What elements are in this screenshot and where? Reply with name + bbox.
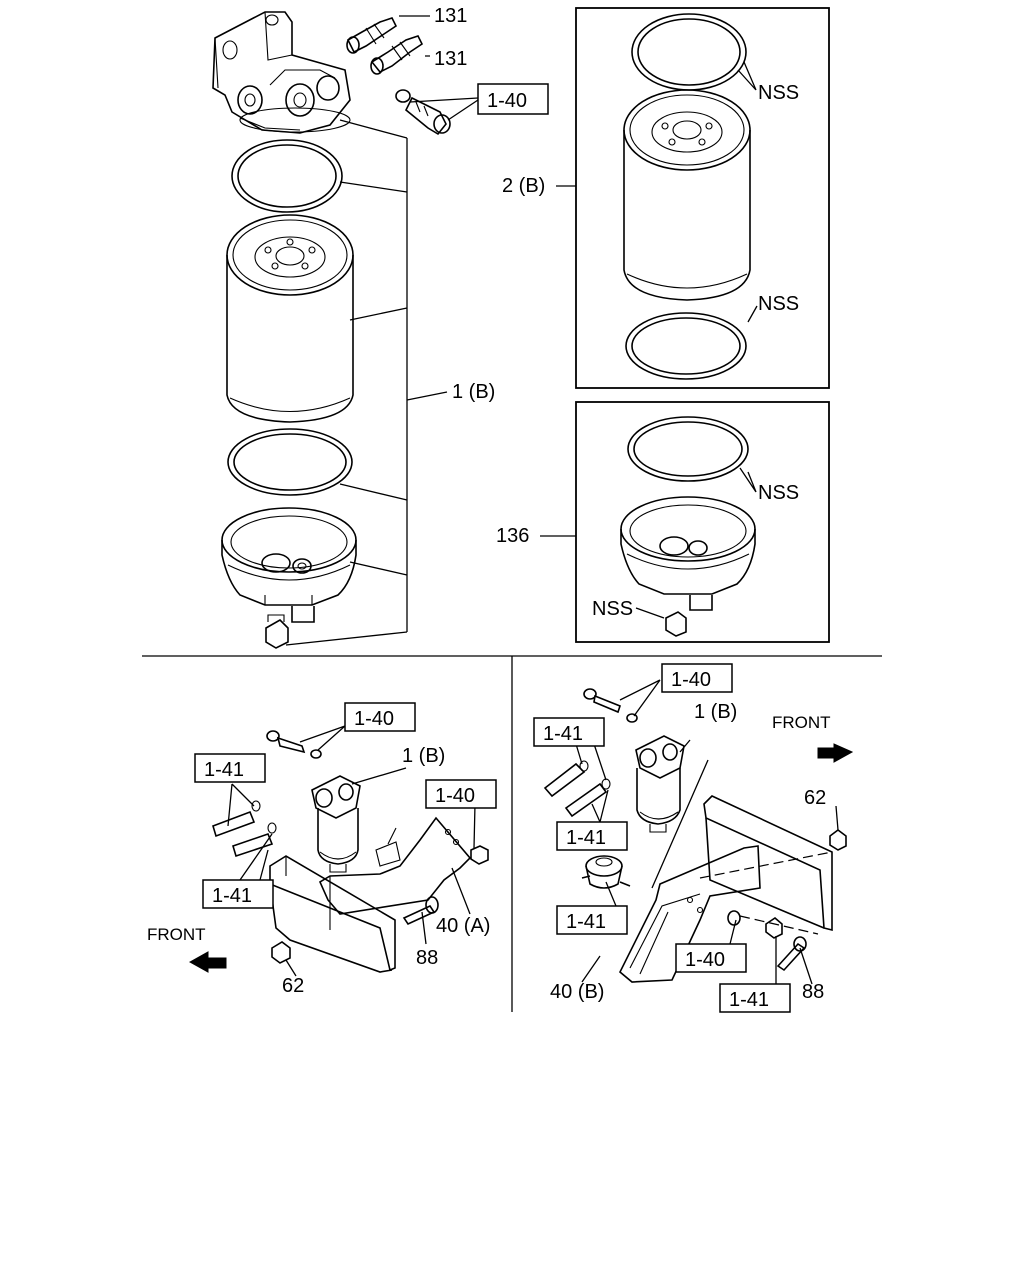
right-filter-unit	[635, 735, 685, 833]
right-hoses	[543, 760, 611, 818]
callout-62-left: 62	[282, 975, 304, 997]
air-vent-fitting-upper	[346, 17, 398, 54]
ref-box-1-41-right-c	[556, 905, 628, 935]
front-arrow-left-icon	[188, 951, 227, 973]
callout-1-41-right-d: 1-41	[729, 989, 769, 1011]
right-hidden-lines	[699, 851, 833, 935]
left-nut-62	[271, 941, 291, 964]
right-frame-rail	[703, 795, 833, 932]
callout-1-41-right-c: 1-41	[566, 911, 606, 933]
left-leader-lines	[227, 725, 476, 977]
callout-88-left: 88	[416, 947, 438, 969]
kit-136-seal	[627, 416, 749, 482]
lower-o-ring	[227, 428, 353, 496]
assembly-leader-lines	[285, 119, 448, 646]
ref-box-1-40-right-b	[675, 943, 747, 973]
callout-1-40-left-a: 1-40	[354, 708, 394, 730]
callout-1b-left: 1 (B)	[402, 745, 445, 767]
right-washer-lower	[727, 910, 741, 926]
callout-1-40-top: 1-40	[487, 90, 527, 112]
callout-1-40-left-b: 1-40	[435, 785, 475, 807]
left-filter-unit	[311, 775, 361, 873]
callout-1-41-left-a: 1-41	[204, 759, 244, 781]
ref-box-1-40-left-a	[344, 702, 416, 732]
callout-136: 136	[496, 525, 529, 547]
callout-1b-right: 1 (B)	[694, 701, 737, 723]
callout-131-a: 131	[434, 5, 467, 27]
kit-2b-leaders	[556, 61, 758, 323]
kit-136-bowl	[620, 496, 756, 611]
callout-131-b: 131	[434, 48, 467, 70]
ref-box-1-41-right-b	[556, 821, 628, 851]
left-bolt-and-washer	[266, 730, 322, 759]
ref-box-1-41-right-d	[719, 983, 791, 1013]
ref-box-1-40-top	[477, 83, 549, 115]
callout-88-right: 88	[802, 981, 824, 1003]
callout-1-40-right-b: 1-40	[685, 949, 725, 971]
filter-head	[212, 11, 351, 134]
callout-1b-top: 1 (B)	[452, 381, 495, 403]
callout-1-40-right-a: 1-40	[671, 669, 711, 691]
washer-and-bolt-top	[395, 89, 451, 136]
ref-box-1-41-right-a	[533, 717, 605, 747]
right-priming-pump	[581, 855, 631, 889]
left-nut-upper	[470, 845, 489, 865]
kit-2b-lower-seal	[625, 312, 747, 380]
drain-plug	[265, 614, 289, 649]
kit-136-frame	[575, 401, 830, 643]
right-bolt-and-washer	[583, 688, 638, 723]
right-mounting-bracket	[619, 845, 761, 983]
callout-nss-kit136-top: NSS	[758, 482, 799, 504]
kit-136-leaders	[540, 467, 757, 619]
kit-2b-cartridge	[623, 89, 751, 301]
ref-box-1-40-right-a	[661, 663, 733, 693]
right-nut-62	[829, 829, 847, 851]
callout-nss-kit2b-top: NSS	[758, 82, 799, 104]
callout-62-right: 62	[804, 787, 826, 809]
right-nut-lower	[765, 916, 783, 939]
callout-1-41-right-a: 1-41	[543, 723, 583, 745]
callout-40a: 40 (A)	[436, 915, 490, 937]
left-bolt-88	[402, 896, 439, 926]
air-vent-fitting-lower	[370, 35, 424, 75]
front-label-left: FRONT	[147, 925, 206, 944]
left-mounting-bracket	[318, 816, 472, 915]
left-frame-rail	[269, 855, 396, 973]
callout-2b: 2 (B)	[502, 175, 545, 197]
kit-2b-upper-seal	[631, 13, 747, 91]
callout-1-41-left-b: 1-41	[212, 885, 252, 907]
kit-136-drain-plug	[665, 611, 687, 637]
front-arrow-right-icon	[817, 743, 854, 763]
callout-40b: 40 (B)	[550, 981, 604, 1003]
ref-box-1-40-left-b	[425, 779, 497, 809]
right-bolt-88	[776, 936, 807, 972]
callout-nss-kit2b-bottom: NSS	[758, 293, 799, 315]
right-leader-lines	[575, 679, 839, 986]
upper-o-ring	[231, 139, 343, 213]
callout-1-41-right-b: 1-41	[566, 827, 606, 849]
front-label-right: FRONT	[772, 713, 831, 732]
ref-box-1-41-left-a	[194, 753, 266, 783]
left-hoses	[212, 800, 277, 858]
water-sedimenter-bowl	[221, 507, 357, 623]
callout-nss-kit136-plug: NSS	[592, 598, 633, 620]
filter-cartridge	[226, 214, 354, 423]
ref-box-1-41-left-b	[202, 879, 274, 909]
top-leader-lines	[399, 15, 479, 121]
kit-2b-frame	[575, 7, 830, 389]
